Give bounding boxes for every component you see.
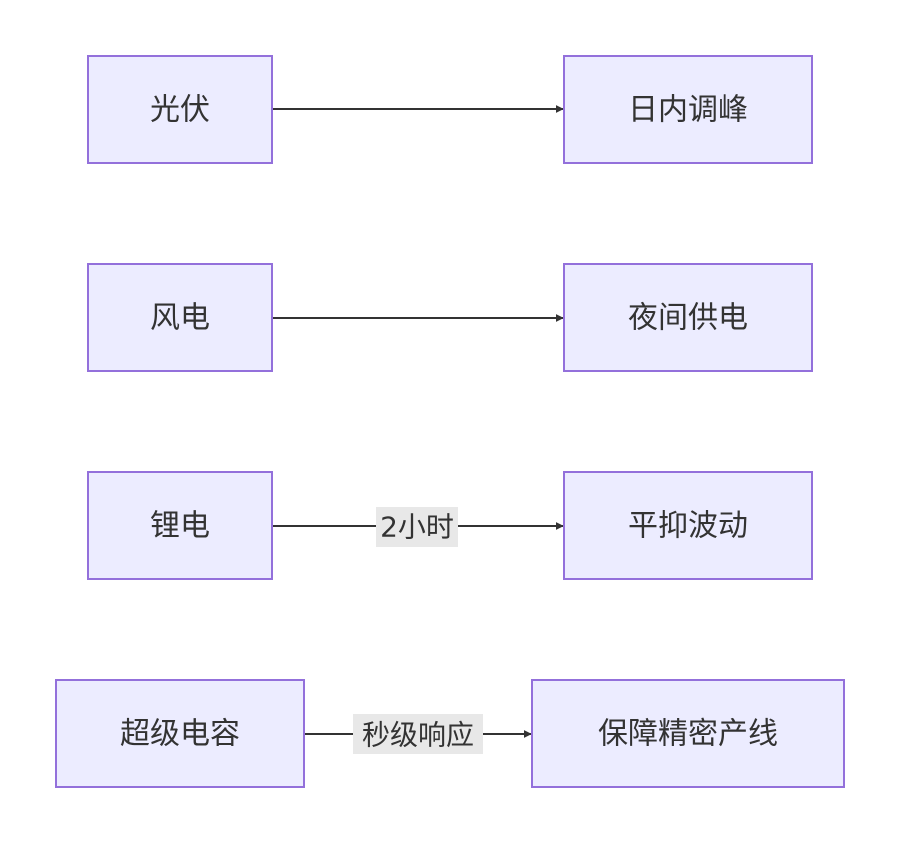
edge-label-background [376,507,458,547]
edge-label-lithium: 2小时 [380,511,454,544]
node-wind[interactable]: 风电 [87,263,273,372]
node-night-supply[interactable]: 夜间供电 [563,263,813,372]
node-smooth-fluctuation-label: 平抑波动 [628,509,748,544]
node-wind-label: 风电 [150,301,210,336]
node-smooth-fluctuation[interactable]: 平抑波动 [563,471,813,580]
edge-label-supercap: 秒级响应 [362,719,474,752]
node-daytime-peak[interactable]: 日内调峰 [563,55,813,164]
node-supercap-label: 超级电容 [120,717,240,752]
node-lithium-label: 锂电 [150,509,210,544]
node-night-supply-label: 夜间供电 [628,301,748,336]
node-solar[interactable]: 光伏 [87,55,273,164]
edge-lithium-to-smooth-fluctuation: 2小时 [273,507,564,547]
edge-label-background [353,714,483,754]
edge-supercap-to-precision-line: 秒级响应 [305,714,532,754]
node-precision-line-label: 保障精密产线 [598,717,778,752]
node-precision-line[interactable]: 保障精密产线 [531,679,845,788]
node-lithium[interactable]: 锂电 [87,471,273,580]
node-supercap[interactable]: 超级电容 [55,679,305,788]
node-daytime-peak-label: 日内调峰 [628,93,748,128]
node-solar-label: 光伏 [150,93,210,128]
